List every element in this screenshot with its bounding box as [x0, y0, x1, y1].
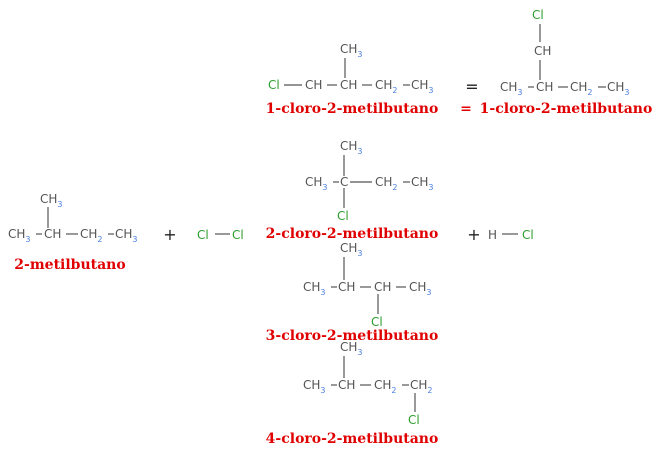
name-4-cloro-2-metilbutano: 4-cloro-2-metilbutano — [266, 431, 439, 447]
name-3-cloro-2-metilbutano: 3-cloro-2-metilbutano — [266, 328, 439, 344]
name-2-cloro-2-metilbutano: 2-cloro-2-metilbutano — [266, 226, 439, 242]
p2-chlorine: Cl — [337, 209, 349, 223]
plus-sign-reactants: + — [163, 225, 176, 244]
labels: 2-metilbutano 1-cloro-2-metilbutano = 1-… — [14, 77, 652, 447]
product-hydrogen: H — [488, 228, 497, 242]
reagent-cl-right: Cl — [232, 228, 244, 242]
p1-methyl-branch: CH3 — [340, 42, 363, 59]
p2-c4: CH3 — [411, 175, 434, 192]
p1alt-c1: CH — [534, 44, 551, 58]
p3-chlorine: Cl — [371, 315, 383, 329]
reagent-cl-left: Cl — [197, 228, 209, 242]
p3-c1: CH3 — [303, 280, 326, 297]
product-chlorine: Cl — [522, 228, 534, 242]
p1-chlorine: Cl — [268, 78, 280, 92]
p1alt-chlorine: Cl — [532, 8, 544, 22]
name-1-cloro-2-metilbutano: 1-cloro-2-metilbutano — [266, 101, 439, 117]
p1-c2: CH — [340, 78, 357, 92]
name-1-cloro-2-metilbutano-alt: 1-cloro-2-metilbutano — [480, 101, 653, 117]
equals-sign-structures: = — [465, 77, 478, 96]
p3-c2: CH — [338, 280, 355, 294]
p1alt-c3: CH2 — [570, 80, 593, 97]
reactant-methyl-branch: CH3 — [40, 192, 63, 209]
reactant-c4: CH3 — [115, 227, 138, 244]
p3-c4: CH3 — [409, 280, 432, 297]
p3-methyl-branch: CH3 — [340, 241, 363, 258]
p1-c4: CH3 — [411, 78, 434, 95]
bonds — [36, 24, 606, 412]
reactant-c3: CH2 — [80, 227, 103, 244]
plus-sign-products: + — [467, 225, 480, 244]
p1-c1: CH — [305, 78, 322, 92]
p4-c2: CH — [338, 378, 355, 392]
name-2-metilbutano: 2-metilbutano — [14, 257, 125, 273]
p2-methyl-branch: CH3 — [340, 139, 363, 156]
p4-c1: CH3 — [303, 378, 326, 395]
p1alt-c4: CH3 — [607, 80, 630, 97]
p4-c3: CH2 — [374, 378, 397, 395]
p1alt-c-left: CH3 — [500, 80, 523, 97]
p1-c3: CH2 — [375, 78, 398, 95]
p4-chlorine: Cl — [408, 413, 420, 427]
p4-methyl-branch: CH3 — [340, 340, 363, 357]
p2-c1: CH3 — [305, 175, 328, 192]
equals-sign-names: = — [460, 101, 472, 117]
p1alt-c2: CH — [536, 80, 553, 94]
p4-c4: CH2 — [410, 378, 433, 395]
reactant-c1: CH3 — [8, 227, 31, 244]
p3-c3: CH — [374, 280, 391, 294]
p2-c3: CH2 — [375, 175, 398, 192]
p2-c2: C — [340, 175, 348, 189]
reactant-c2: CH — [44, 227, 61, 241]
